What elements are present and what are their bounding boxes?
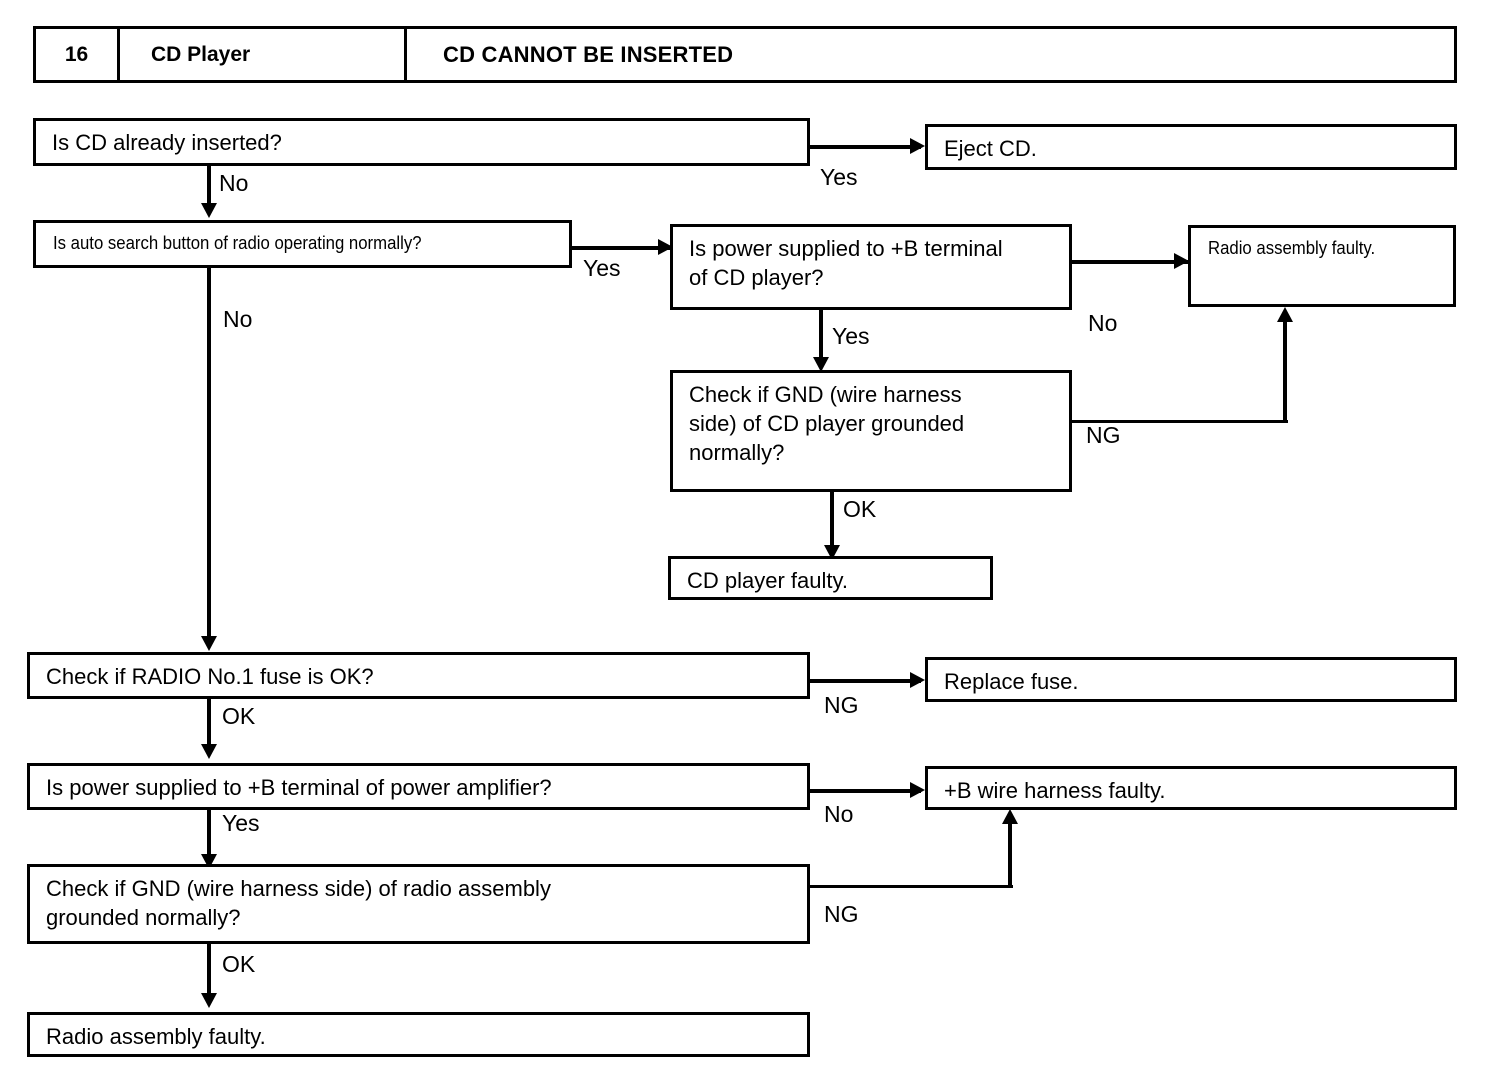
edge-label-ng-1: NG [1086, 422, 1121, 448]
node-radio-assembly-faulty-upper: Radio assembly faulty. [1188, 225, 1456, 307]
edge-label-ok-2: OK [222, 703, 256, 729]
edge-label-yes-4: Yes [222, 810, 260, 836]
edge-n4-n5-arrowhead [1174, 253, 1189, 269]
node-cd-player-faulty: CD player faulty. [668, 556, 993, 600]
node-text: Replace fuse. [944, 669, 1079, 694]
edge-label-no-3: No [1088, 310, 1118, 336]
node-text: Radio assembly faulty. [1208, 238, 1376, 258]
edge-n8-n10-line [207, 699, 211, 753]
edge-label-ok-1: OK [843, 496, 877, 522]
node-text: Check if RADIO No.1 fuse is OK? [46, 664, 374, 689]
node-text: Is auto search button of radio operating… [53, 233, 422, 253]
node-is-cd-already-inserted: Is CD already inserted? [33, 118, 810, 166]
edge-n1-n2-arrowhead [910, 138, 925, 154]
header-number-cell: 16 [36, 29, 120, 80]
node-check-radio-fuse: Check if RADIO No.1 fuse is OK? [27, 652, 810, 699]
node-is-power-supplied-cd-player: Is power supplied to +B terminal of CD p… [670, 224, 1072, 310]
edge-n4-n6-arrowhead [813, 357, 829, 372]
node-is-power-supplied-amplifier: Is power supplied to +B terminal of powe… [27, 763, 810, 810]
edge-n1-n2-line [808, 145, 921, 149]
edge-n3-n4-arrowhead [658, 239, 673, 255]
edge-n6-n5-h-line [1070, 420, 1288, 423]
node-check-gnd-radio-assembly: Check if GND (wire harness side) of radi… [27, 864, 810, 944]
edge-n6-n7-line [830, 492, 834, 554]
node-text: Is power supplied to +B terminal of powe… [46, 775, 552, 800]
node-text: Radio assembly faulty. [46, 1024, 266, 1049]
edge-n8-n9-line [808, 679, 921, 683]
header-symptom-cell: CD CANNOT BE INSERTED [443, 41, 734, 67]
node-check-gnd-cd-player: Check if GND (wire harness side) of CD p… [670, 370, 1072, 492]
edge-n12-n11-arrowhead [1002, 809, 1018, 824]
edge-n10-n12-line [207, 810, 211, 863]
edge-n3-n4-line [570, 246, 670, 250]
edge-n12-n13-arrowhead [201, 993, 217, 1008]
edge-label-no-2: No [223, 306, 253, 332]
edge-n1-n3-line [207, 166, 211, 213]
edge-label-ok-3: OK [222, 951, 256, 977]
edge-label-ng-3: NG [824, 901, 859, 927]
edge-label-yes-2: Yes [583, 255, 621, 281]
node-replace-fuse: Replace fuse. [925, 657, 1457, 702]
node-text: CD player faulty. [687, 568, 848, 593]
edge-n3-n8-line [207, 268, 211, 645]
edge-n10-n11-line [808, 789, 921, 793]
edge-n1-n3-arrowhead [201, 203, 217, 218]
edge-n4-n6-line [819, 310, 823, 366]
node-text: Is CD already inserted? [52, 130, 282, 155]
edge-n8-n9-arrowhead [910, 672, 925, 688]
edge-n12-n13-line [207, 944, 211, 1002]
node-b-wire-harness-faulty: +B wire harness faulty. [925, 766, 1457, 810]
edge-n6-n5-v-line [1283, 318, 1287, 422]
edge-label-no-1: No [219, 170, 249, 196]
node-eject-cd: Eject CD. [925, 124, 1457, 170]
node-is-auto-search-button-normal: Is auto search button of radio operating… [33, 220, 572, 268]
edge-n10-n11-arrowhead [910, 782, 925, 798]
node-text: Check if GND (wire harness side) of CD p… [689, 382, 965, 465]
edge-label-yes-1: Yes [820, 164, 858, 190]
edge-label-no-4: No [824, 801, 854, 827]
edge-n12-n11-v-line [1008, 820, 1012, 886]
edge-n4-n5-line [1070, 260, 1188, 264]
edge-n12-n11-h-line [808, 885, 1013, 888]
edge-label-yes-3: Yes [832, 323, 870, 349]
node-text: Is power supplied to +B terminal of CD p… [689, 236, 1003, 290]
node-text: Eject CD. [944, 136, 1037, 161]
edge-n8-n10-arrowhead [201, 744, 217, 759]
node-radio-assembly-faulty-lower: Radio assembly faulty. [27, 1012, 810, 1057]
node-text: +B wire harness faulty. [944, 778, 1166, 803]
edge-n3-n8-arrowhead [201, 636, 217, 651]
header-system-cell: CD Player [120, 29, 407, 80]
header-table: 16 CD Player CD CANNOT BE INSERTED [33, 26, 1457, 83]
node-text: Check if GND (wire harness side) of radi… [46, 876, 551, 930]
edge-n6-n5-arrowhead [1277, 307, 1293, 322]
edge-label-ng-2: NG [824, 692, 859, 718]
